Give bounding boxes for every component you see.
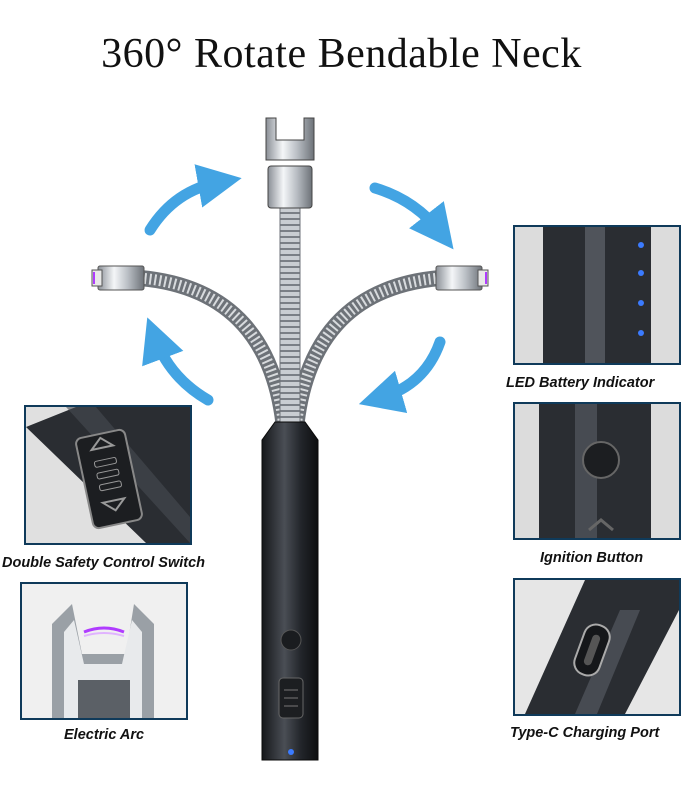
electric-arc-icon [83, 626, 125, 634]
rotate-arrow-top-left [144, 164, 242, 236]
ignition-button-icon [582, 441, 620, 479]
led-indicator-icon [638, 242, 644, 336]
page-title: 360° Rotate Bendable Neck [101, 31, 582, 77]
label-double-safety-control-switch: Double Safety Control Switch [2, 555, 206, 571]
label-ignition-button: Ignition Button [540, 550, 644, 566]
panel-type-c-charging-port [513, 578, 681, 716]
label-led-battery-indicator: LED Battery Indicator [506, 375, 655, 391]
panel-ignition-button [513, 402, 681, 540]
panel-led-battery-indicator [513, 225, 681, 365]
safety-switch-icon [75, 428, 143, 530]
rotate-arrow-top-right [369, 182, 454, 250]
rotate-arrow-bottom-right [358, 336, 446, 414]
panel-electric-arc [20, 582, 188, 720]
panel-double-safety-control-switch [24, 405, 192, 545]
lighter-illustration [91, 117, 489, 761]
label-type-c-charging-port: Type-C Charging Port [510, 725, 660, 741]
rotate-arrow-bottom-left [142, 317, 214, 406]
label-electric-arc: Electric Arc [64, 727, 145, 743]
